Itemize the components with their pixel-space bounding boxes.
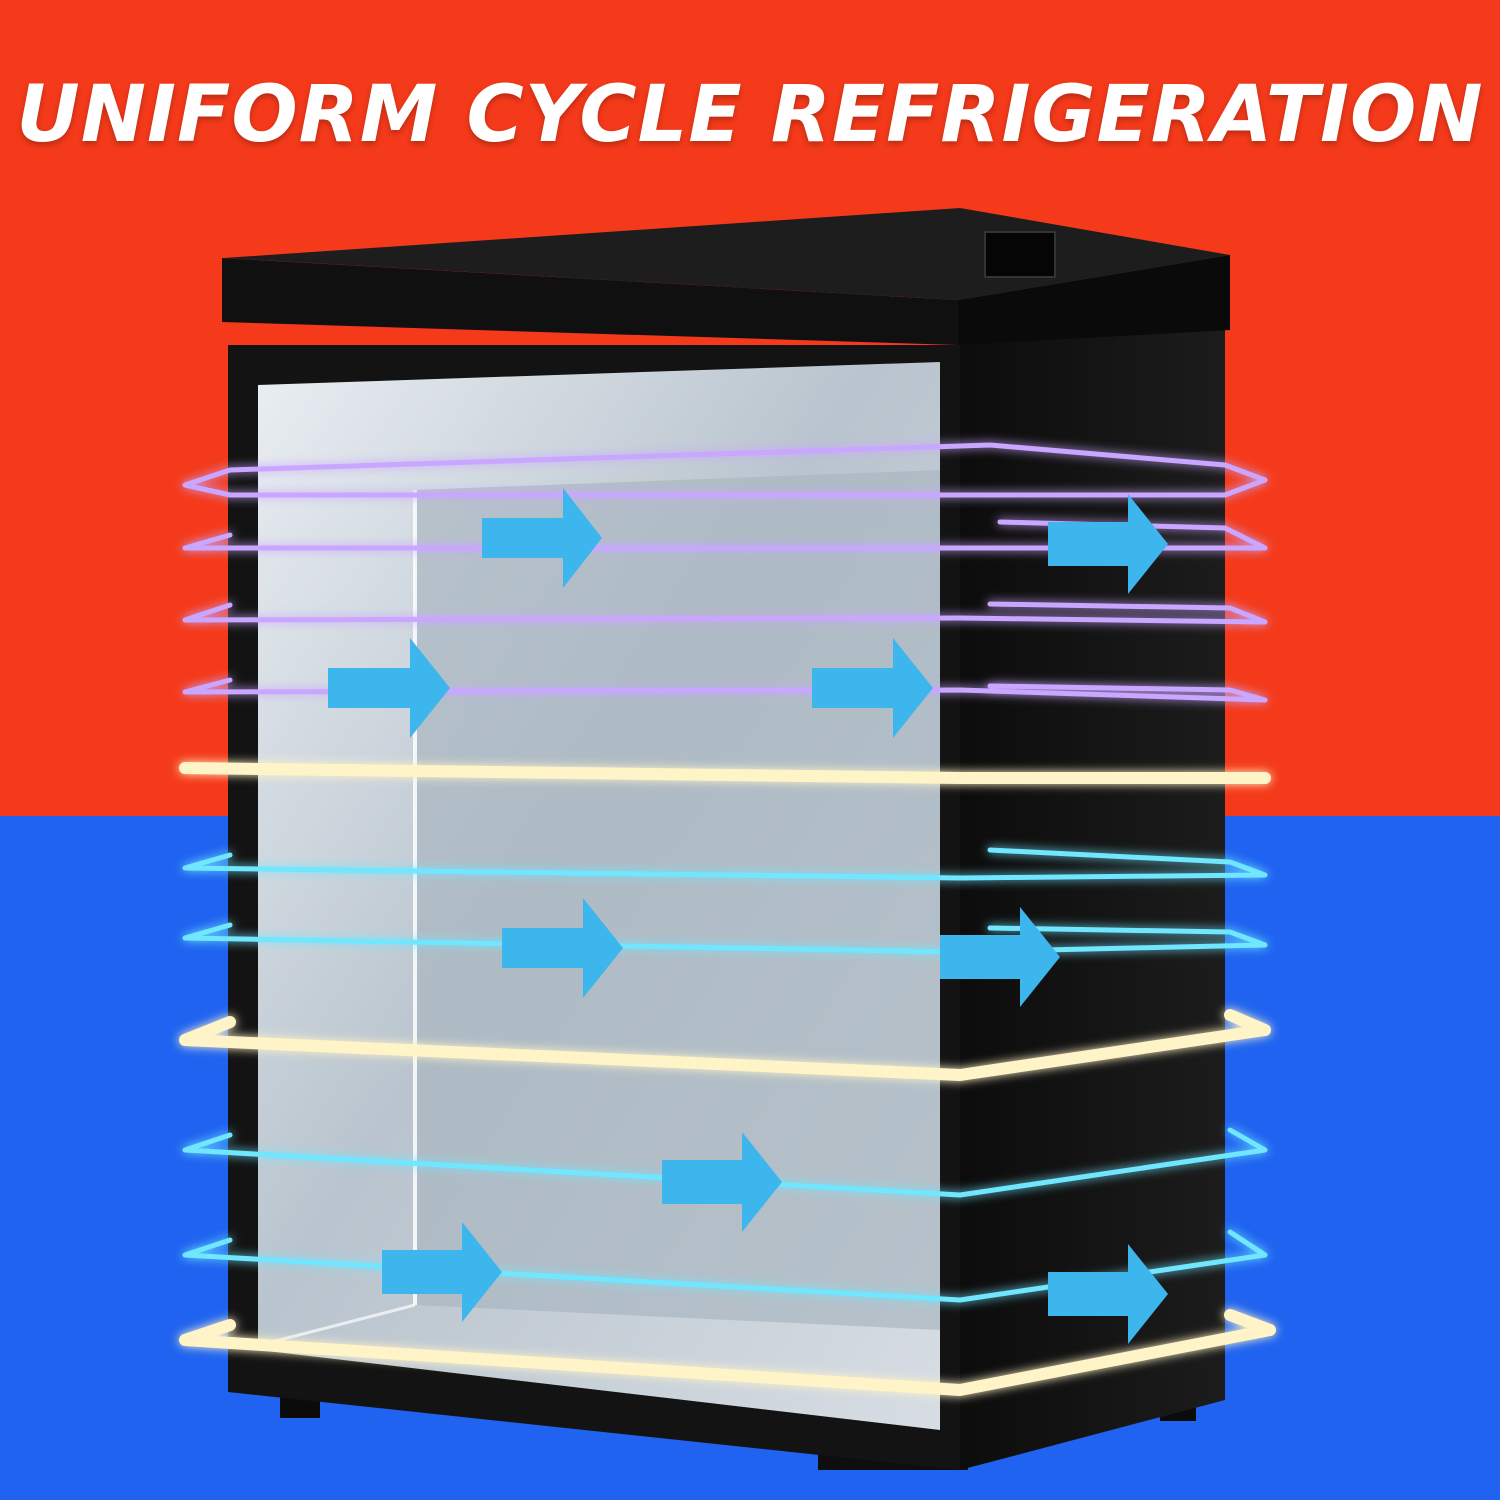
airflow-arrow-icon [812, 638, 933, 738]
lid-handle [984, 231, 1056, 278]
lid-front [222, 258, 958, 345]
airflow-line-10 [182, 1229, 1268, 1303]
airflow-line-8 [179, 1009, 1271, 1081]
airflow-arrow-icon [502, 898, 623, 998]
airflow-line-5 [179, 762, 1271, 784]
airflow-lines [179, 442, 1276, 1396]
airflow-arrow-icon [940, 907, 1060, 1007]
interior-floor-edge [259, 1303, 416, 1347]
airflow-arrow-icon [1048, 1244, 1168, 1344]
lid-side [958, 255, 1230, 345]
airflow-line-9 [182, 1127, 1268, 1198]
interior-back [415, 470, 940, 1330]
airflow-arrow-icon [1048, 494, 1168, 594]
lid-top [224, 208, 1230, 300]
airflow-line-11 [179, 1309, 1276, 1396]
airflow-line-4 [182, 677, 1268, 703]
airflow-line-3 [182, 601, 1268, 625]
airflow-line-6 [182, 847, 1268, 881]
airflow-line-1 [182, 442, 1268, 498]
headline: UNIFORM CYCLE REFRIGERATION [16, 70, 1484, 160]
airflow-arrows [328, 488, 1168, 1344]
side-panel [960, 300, 1225, 1470]
airflow-arrow-icon [482, 488, 602, 588]
airflow-arrow-icon [328, 638, 450, 738]
airflow-arrow-icon [382, 1222, 502, 1322]
airflow-line-7 [182, 922, 1268, 955]
airflow-arrow-icon [662, 1132, 782, 1232]
